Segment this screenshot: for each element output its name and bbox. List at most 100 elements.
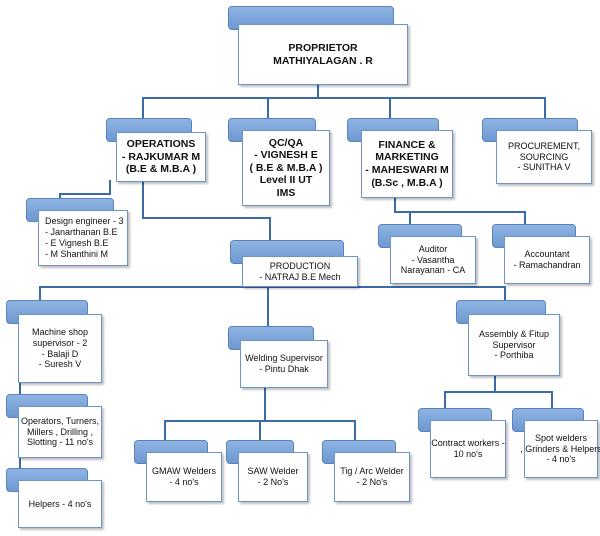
qcqa-card: QC/QA - VIGNESH E ( B.E & M.B.A ) Level … bbox=[242, 130, 330, 206]
accountant-card: Accountant - Ramachandran bbox=[504, 236, 590, 284]
auditor-card: Auditor - Vasantha Narayanan - CA bbox=[390, 236, 476, 284]
machine-shop-line-2: supervisor - 2 bbox=[32, 337, 88, 348]
design-line-2: - Janarthanan B.E bbox=[45, 227, 118, 238]
accountant-node: Accountant - Ramachandran bbox=[492, 224, 590, 284]
connector bbox=[444, 376, 496, 408]
tig-arc-welder-card: Tig / Arc Welder - 2 No's bbox=[334, 452, 410, 502]
tig-arc-welder-node: Tig / Arc Welder - 2 No's bbox=[322, 440, 410, 502]
finance-line-2: MARKETING bbox=[375, 151, 439, 164]
assembly-line-2: Supervisor bbox=[492, 339, 536, 350]
design-engineer-node: Design engineer - 3 - Janarthanan B.E - … bbox=[26, 198, 128, 266]
design-line-3: - E Vignesh B.E bbox=[45, 238, 109, 248]
finance-line-4: (B.Sc , M.B.A ) bbox=[371, 176, 443, 189]
operations-line-3: (B.E & M.B.A ) bbox=[125, 163, 197, 176]
machine-shop-card: Machine shop supervisor - 2 - Balaji D -… bbox=[18, 314, 102, 383]
contract-workers-card: Contract workers - 10 no's bbox=[430, 420, 506, 478]
connector bbox=[142, 182, 271, 240]
operators-line-2: Millers , Drilling , bbox=[26, 426, 93, 437]
contract-line-1: Contract workers - bbox=[431, 438, 505, 449]
helpers-node: Helpers - 4 no's bbox=[6, 468, 102, 528]
connector bbox=[142, 85, 319, 118]
design-line-4: - M Shanthini M bbox=[45, 248, 109, 259]
contract-line-2: 10 no's bbox=[453, 449, 483, 459]
operators-node: Operators, Turners, Millers , Drilling ,… bbox=[6, 394, 102, 458]
finance-card: FINANCE & MARKETING - MAHESWARI M (B.Sc … bbox=[361, 130, 453, 198]
gmaw-line-1: GMAW Welders bbox=[151, 466, 216, 477]
machine-shop-line-3: - Balaji D bbox=[41, 348, 79, 359]
spot-line-3: - 4 no's bbox=[546, 454, 576, 465]
proprietor-node: PROPRIETOR MATHIYALAGAN . R bbox=[228, 6, 408, 85]
connector bbox=[265, 420, 356, 440]
operations-node: OPERATIONS - RAJKUMAR M (B.E & M.B.A ) bbox=[106, 118, 206, 182]
finance-node: FINANCE & MARKETING - MAHESWARI M (B.Sc … bbox=[347, 118, 453, 198]
procurement-node: PROCUREMENT, SOURCING - SUNITHA V bbox=[482, 118, 592, 184]
auditor-line-2: - Vasantha bbox=[411, 254, 455, 265]
production-line-1: PRODUCTION bbox=[269, 260, 331, 271]
saw-line-1: SAW Welder bbox=[247, 466, 299, 477]
design-engineer-card: Design engineer - 3 - Janarthanan B.E - … bbox=[38, 210, 128, 266]
assembly-supervisor-card: Assembly & Fitup Supervisor - Porthiba bbox=[468, 314, 560, 376]
connector bbox=[300, 286, 506, 300]
assembly-line-1: Assembly & Fitup bbox=[478, 328, 550, 339]
connector bbox=[39, 286, 300, 300]
qcqa-node: QC/QA - VIGNESH E ( B.E & M.B.A ) Level … bbox=[228, 118, 330, 206]
contract-workers-node: Contract workers - 10 no's bbox=[418, 408, 506, 478]
qcqa-line-3: ( B.E & M.B.A ) bbox=[249, 161, 323, 174]
tig-line-1: Tig / Arc Welder bbox=[340, 466, 404, 477]
procurement-card: PROCUREMENT, SOURCING - SUNITHA V bbox=[496, 130, 592, 184]
welding-line-1: Welding Supervisor bbox=[245, 353, 323, 364]
connector bbox=[395, 211, 526, 224]
procurement-line-2: SOURCING bbox=[519, 151, 569, 162]
gmaw-welders-card: GMAW Welders - 4 no's bbox=[146, 452, 222, 502]
qcqa-line-5: IMS bbox=[276, 186, 296, 199]
helpers-card: Helpers - 4 no's bbox=[18, 480, 102, 528]
proprietor-line-1: PROPRIETOR bbox=[288, 41, 358, 54]
proprietor-card: PROPRIETOR MATHIYALAGAN . R bbox=[238, 24, 408, 85]
production-node: PRODUCTION - NATRAJ B.E Mech bbox=[230, 240, 358, 287]
spot-line-1: Spot welders bbox=[534, 432, 588, 443]
auditor-line-1: Auditor bbox=[418, 243, 448, 254]
qcqa-line-1: QC/QA bbox=[268, 136, 304, 149]
operators-card: Operators, Turners, Millers , Drilling ,… bbox=[18, 406, 102, 458]
connector bbox=[318, 97, 546, 118]
accountant-line-2: - Ramachandran bbox=[513, 260, 581, 270]
gmaw-line-2: - 4 no's bbox=[169, 477, 199, 487]
machine-shop-node: Machine shop supervisor - 2 - Balaji D -… bbox=[6, 300, 102, 383]
operations-line-1: OPERATIONS bbox=[126, 138, 196, 151]
saw-welder-node: SAW Welder - 2 No's bbox=[226, 440, 308, 502]
finance-line-3: - MAHESWARI M bbox=[365, 164, 449, 176]
operators-line-1: Operators, Turners, bbox=[20, 415, 100, 426]
accountant-line-1: Accountant bbox=[524, 249, 570, 260]
production-card: PRODUCTION - NATRAJ B.E Mech bbox=[242, 256, 358, 287]
saw-welder-card: SAW Welder - 2 No's bbox=[238, 452, 308, 502]
tig-line-2: - 2 No's bbox=[356, 477, 388, 487]
spot-welders-node: Spot welders , Grinders & Helpers - 4 no… bbox=[512, 408, 600, 478]
connector bbox=[495, 391, 553, 408]
design-line-1: Design engineer - 3 bbox=[45, 216, 124, 227]
machine-shop-line-1: Machine shop bbox=[31, 326, 89, 337]
operations-card: OPERATIONS - RAJKUMAR M (B.E & M.B.A ) bbox=[116, 132, 206, 182]
assembly-line-3: - Porthiba bbox=[494, 350, 534, 361]
operations-line-2: - RAJKUMAR M bbox=[121, 150, 201, 163]
production-line-2: - NATRAJ B.E Mech bbox=[259, 271, 341, 282]
proprietor-line-2: MATHIYALAGAN . R bbox=[273, 54, 373, 67]
machine-shop-line-4: - Suresh V bbox=[38, 359, 82, 370]
procurement-line-1: PROCUREMENT, bbox=[507, 140, 580, 151]
spot-welders-card: Spot welders , Grinders & Helpers - 4 no… bbox=[520, 420, 600, 478]
saw-line-2: - 2 No's bbox=[257, 477, 289, 487]
operators-line-3: Slotting - 11 no's bbox=[26, 437, 94, 448]
procurement-line-3: - SUNITHA V bbox=[517, 162, 571, 173]
qcqa-line-4: Level II UT bbox=[259, 174, 313, 187]
gmaw-welders-node: GMAW Welders - 4 no's bbox=[134, 440, 222, 502]
welding-line-2: - Pintu Dhak bbox=[259, 364, 309, 374]
qcqa-line-2: - VIGNESH E bbox=[254, 149, 318, 162]
auditor-node: Auditor - Vasantha Narayanan - CA bbox=[378, 224, 476, 284]
welding-supervisor-node: Welding Supervisor - Pintu Dhak bbox=[228, 326, 328, 388]
assembly-supervisor-node: Assembly & Fitup Supervisor - Porthiba bbox=[456, 300, 560, 376]
spot-line-2: , Grinders & Helpers bbox=[520, 443, 600, 454]
helpers-line-1: Helpers - 4 no's bbox=[28, 498, 92, 509]
finance-line-1: FINANCE & bbox=[378, 138, 436, 151]
auditor-line-3: Narayanan - CA bbox=[400, 265, 466, 276]
connector bbox=[59, 180, 111, 198]
